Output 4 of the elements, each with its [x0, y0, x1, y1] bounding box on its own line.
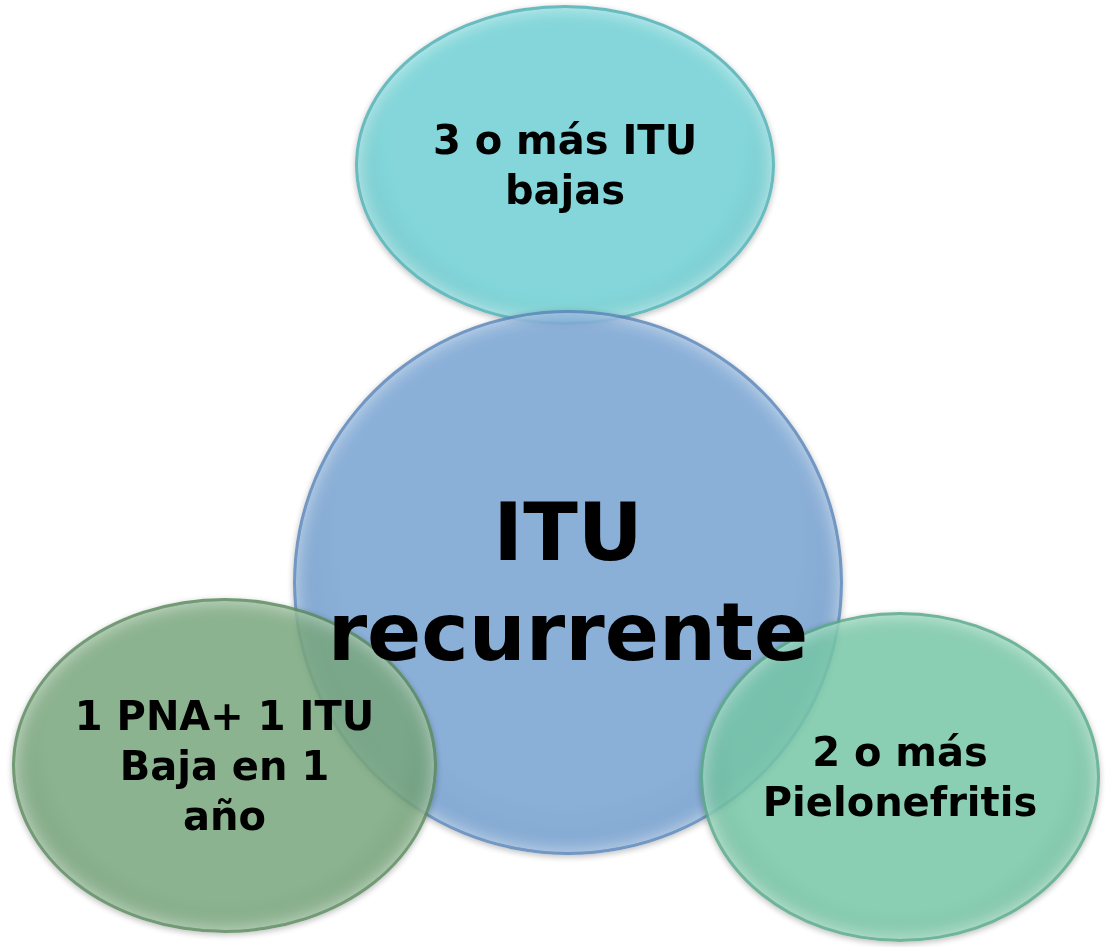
node-text: 2 o más Pielonefritis: [761, 728, 1039, 827]
node-text: 3 o más ITU bajas: [431, 116, 699, 215]
node-text: 1 PNA+ 1 ITU Baja en 1 año: [74, 691, 375, 841]
node-text: ITU recurrente: [327, 484, 809, 681]
